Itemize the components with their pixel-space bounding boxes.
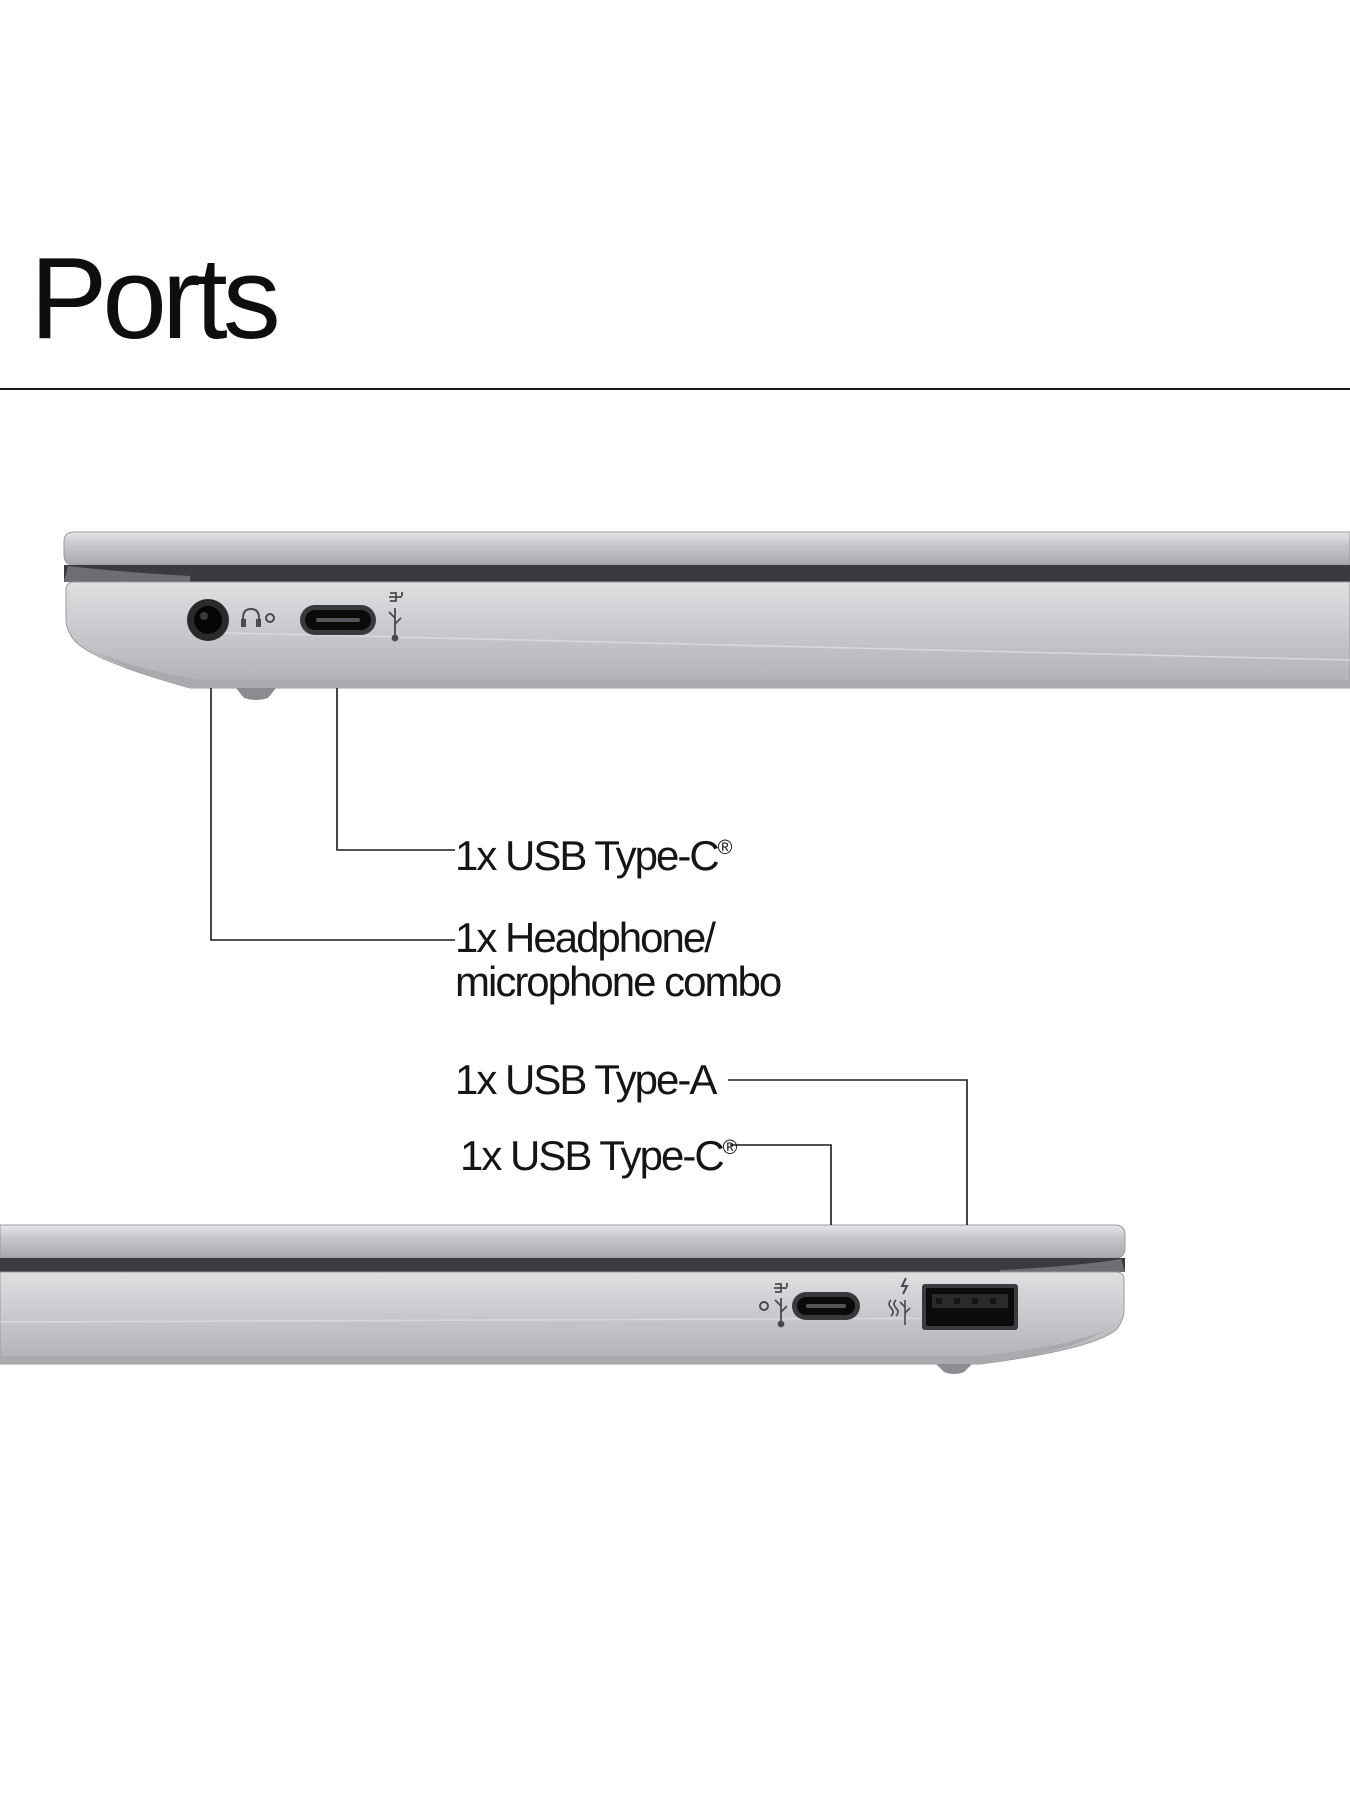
- right-hinge-gap: [0, 1258, 1125, 1272]
- registered-mark: ®: [717, 837, 733, 859]
- left-leader-lines: [210, 688, 455, 941]
- page-title: Ports: [30, 233, 281, 363]
- right-usb-c-leader-line: [730, 1144, 832, 1225]
- headset-symbol-icon: [241, 607, 261, 627]
- right-usb-power-symbol-icon: [774, 1283, 788, 1328]
- headphone-leader-line: [210, 688, 455, 941]
- usb-a-port-icon: [922, 1284, 1018, 1330]
- right-usb-c-port-icon: [792, 1292, 860, 1320]
- right-leader-lines: [728, 1079, 968, 1225]
- callout-left-usb-c-text: 1x USB Type-C: [455, 832, 720, 879]
- right-rubber-foot: [936, 1364, 972, 1374]
- callout-right-usb-c-text: 1x USB Type-C: [460, 1132, 725, 1179]
- callout-right-usb-c: 1x USB Type-C®: [460, 1126, 737, 1178]
- usb-ss-charge-symbol-icon: [888, 1277, 911, 1325]
- usb-c-leader-line: [336, 688, 455, 851]
- callout-usb-a-text: 1x USB Type-A: [455, 1056, 717, 1103]
- left-base: [65, 581, 1350, 689]
- right-status-led-icon: [759, 1301, 769, 1311]
- left-lid: [63, 531, 1350, 566]
- left-rubber-foot: [236, 688, 276, 700]
- usb-c-port-icon: [300, 605, 376, 635]
- callout-headphone-line1: 1x Headphone/: [455, 914, 716, 961]
- registered-mark: ®: [722, 1137, 738, 1159]
- callout-usb-a: 1x USB Type-A: [455, 1056, 717, 1103]
- usb-power-symbol-icon: [388, 592, 403, 642]
- callout-headphone-combo: 1x Headphone/ microphone combo: [455, 914, 782, 1005]
- callout-left-usb-c: 1x USB Type-C®: [455, 826, 732, 878]
- left-side-laptop: [63, 531, 1350, 700]
- right-lid: [0, 1224, 1126, 1259]
- title-divider: [0, 388, 1350, 390]
- right-side-laptop: [0, 1224, 1126, 1374]
- left-hinge-gap: [64, 565, 1350, 582]
- status-led-icon: [265, 613, 275, 623]
- callout-headphone-line2: microphone combo: [455, 958, 782, 1005]
- headphone-jack-icon: [187, 599, 229, 641]
- usb-a-leader-line: [728, 1079, 968, 1225]
